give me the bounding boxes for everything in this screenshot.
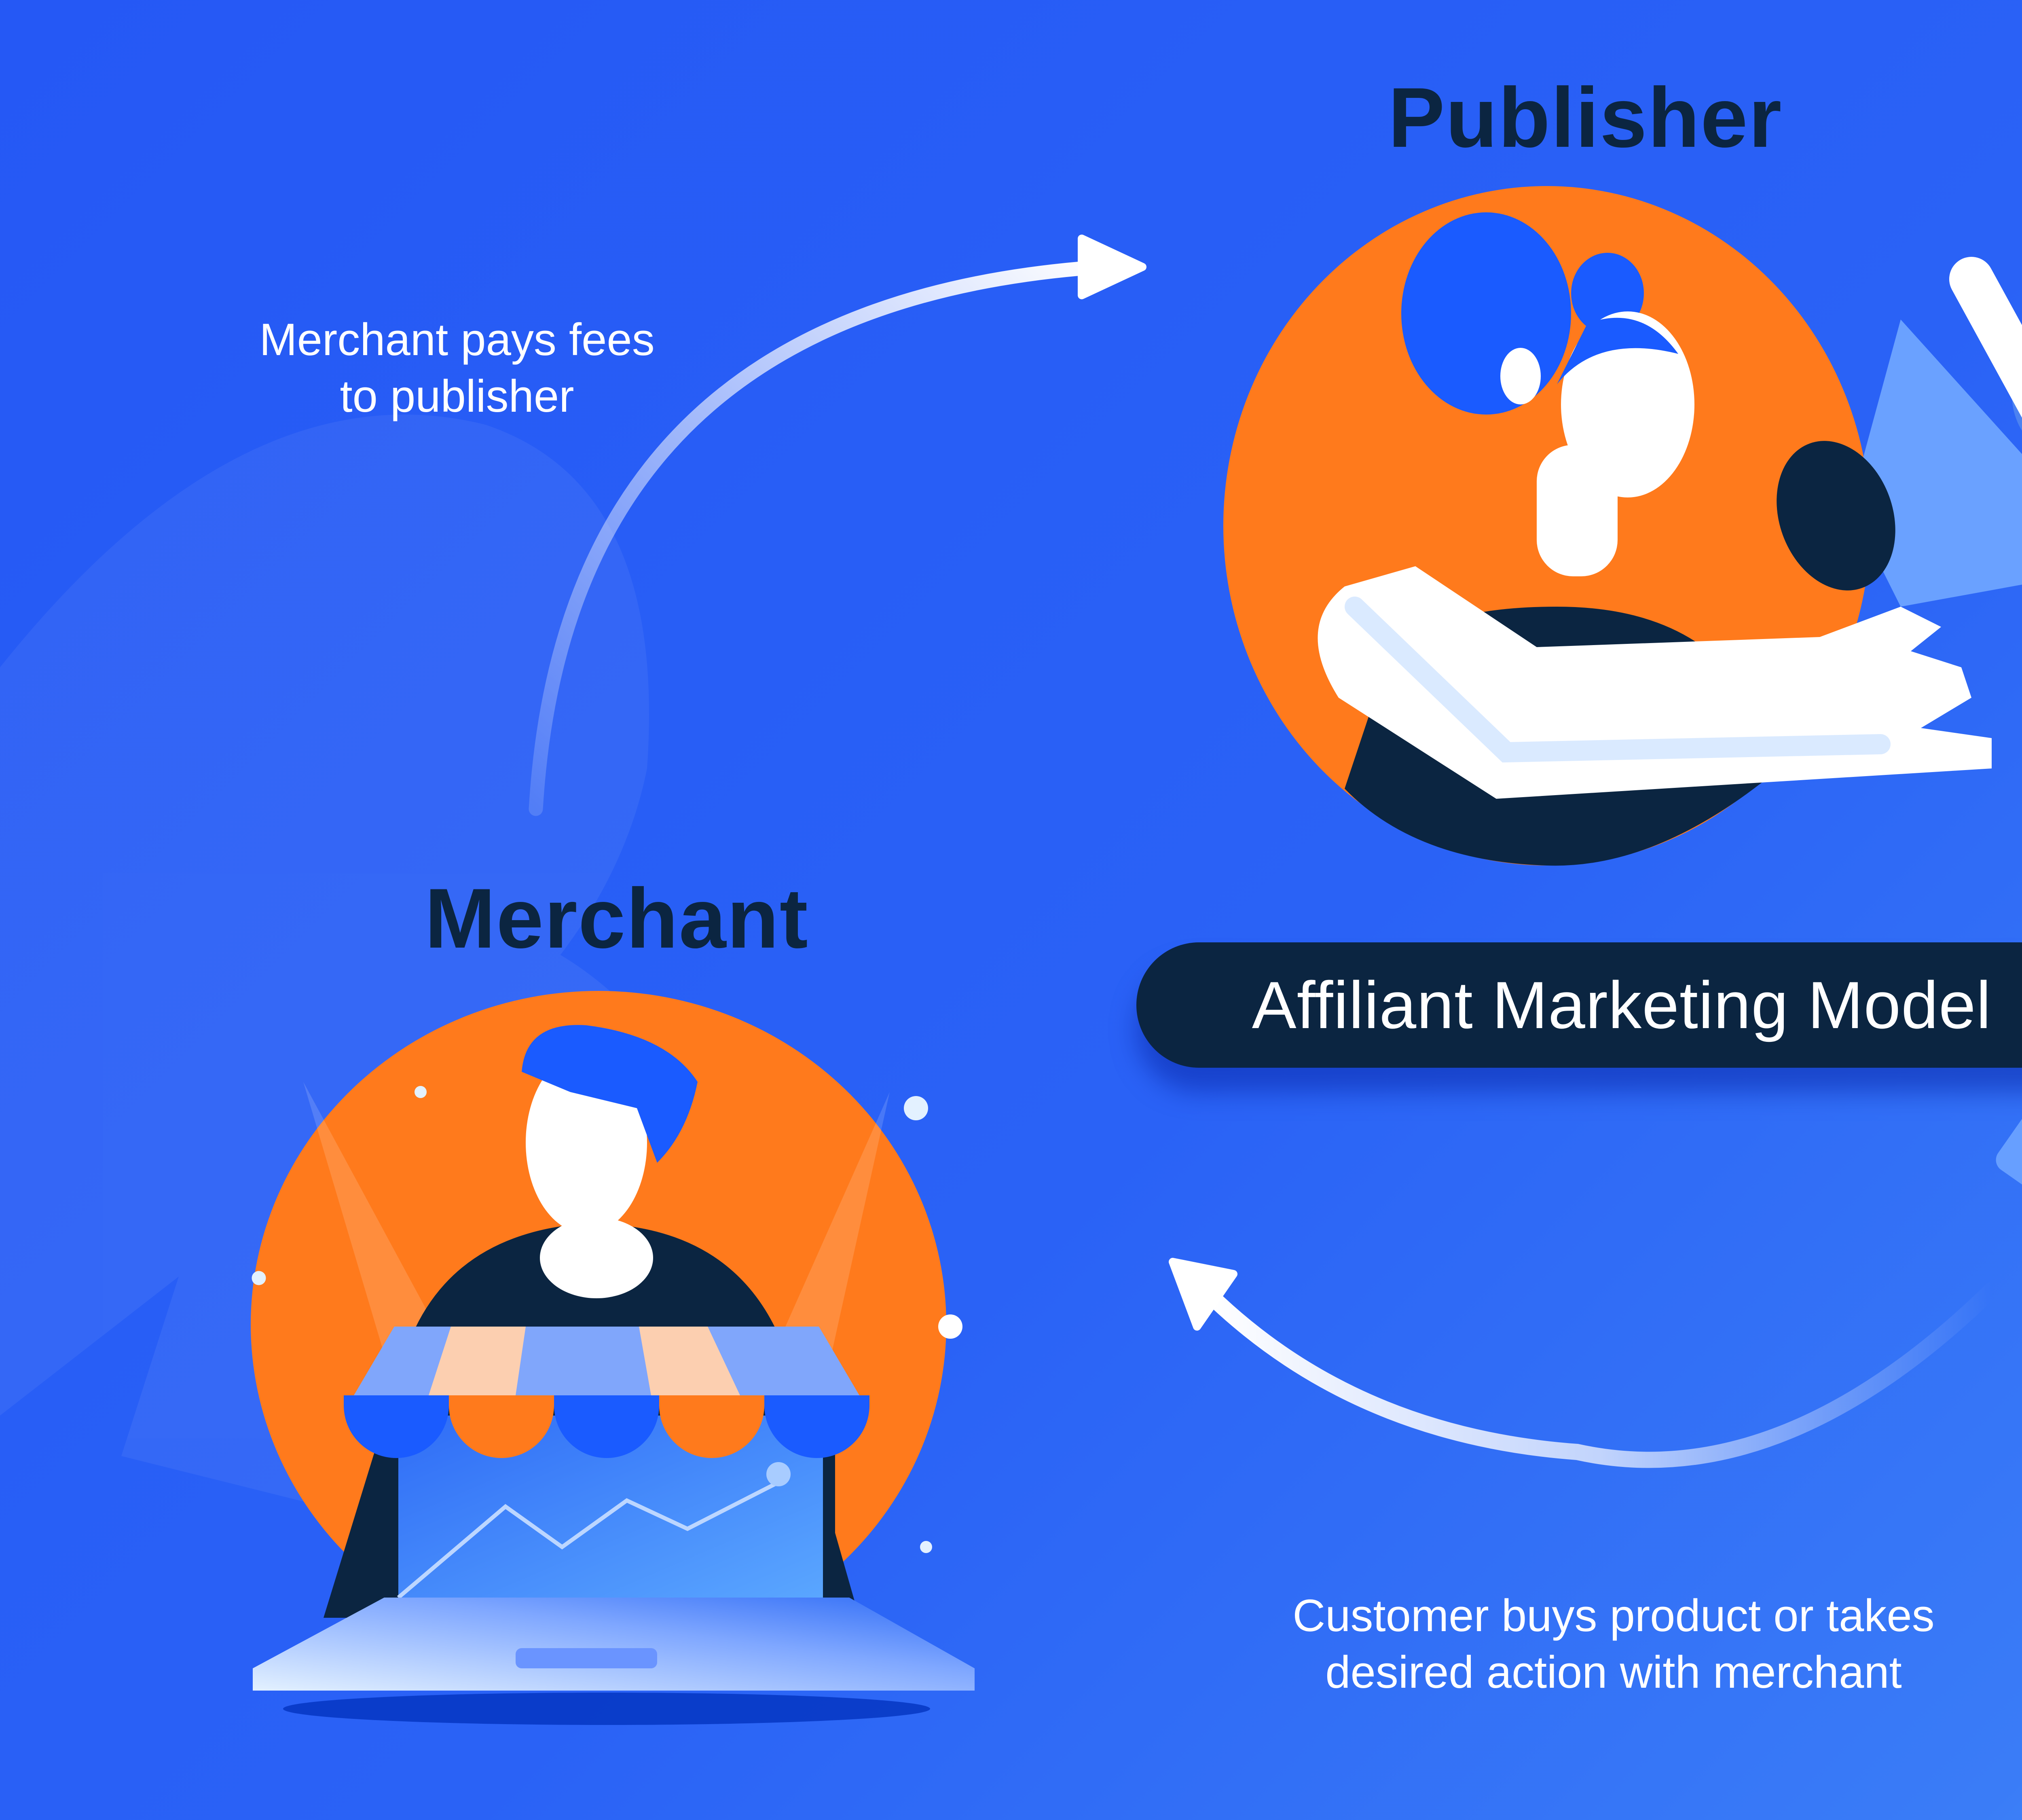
caption-line-2: to publisher: [340, 371, 574, 421]
arrow-merchant-to-publisher: [529, 235, 1146, 816]
caption-merchant-pays-fees: Merchant pays fees to publisher: [259, 311, 654, 425]
merchant-illustration: [251, 991, 975, 1725]
title-badge: Affiliant Marketing Model: [1136, 942, 2022, 1068]
caption-line-1: Customer buys product or takes: [1292, 1590, 1935, 1641]
diagram-title: Affiliant Marketing Model: [1252, 967, 1992, 1042]
heading-publisher: Publisher: [1388, 70, 1783, 165]
caption-line-1: Merchant pays fees: [259, 314, 655, 365]
caption-line-2: desired action with merchant: [1325, 1647, 1902, 1697]
caption-customer-buys: Customer buys product or takes desired a…: [1292, 1587, 1934, 1701]
publisher-illustration: [1223, 186, 2022, 866]
heading-merchant: Merchant: [425, 871, 809, 966]
arrow-customer-to-merchant: [1169, 1258, 2000, 1468]
